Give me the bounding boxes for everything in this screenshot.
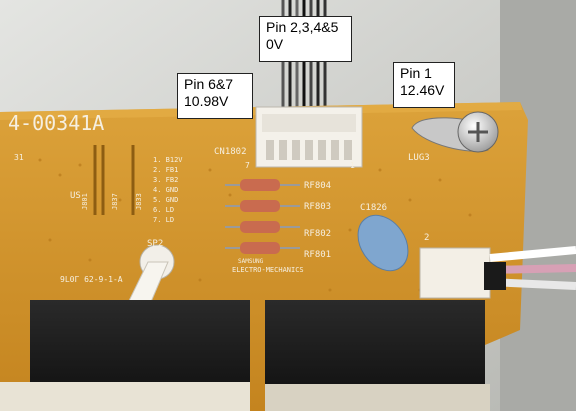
connector-cn1802 <box>256 107 362 167</box>
callout-voltage: 0V <box>266 36 345 53</box>
pin-list-item: 2. FB1 <box>153 166 178 174</box>
marking-31: 31 <box>14 153 24 162</box>
marking-2: 2 <box>424 233 429 243</box>
callout-label: Pin 6&7 <box>184 76 246 93</box>
pin-list-item: 3. FB2 <box>153 176 178 184</box>
cert-mark: US <box>70 191 81 201</box>
callout-label: Pin 1 <box>400 65 448 82</box>
brand-label: SAMSUNG <box>238 258 264 265</box>
callout-pins-6-7: Pin 6&7 10.98V <box>177 73 253 119</box>
switch-label: SP2 <box>147 239 163 249</box>
connector-ref: CN1802 <box>214 147 247 157</box>
pin-list-item: 7. LD <box>153 216 174 224</box>
jumper-j837: J837 <box>111 193 119 210</box>
part-number: 4-00341A <box>8 111 104 135</box>
lug-ref: LUG3 <box>408 153 430 163</box>
callout-voltage: 12.46V <box>400 82 448 99</box>
resistor-rf801: RF801 <box>304 250 331 260</box>
resistor-rf804: RF804 <box>304 181 331 191</box>
capacitor-label: C1826 <box>360 203 387 213</box>
manufacturer-label: ELECTRO-MECHANICS <box>232 266 304 274</box>
pin-list-item: 6. LD <box>153 206 174 214</box>
heatsinks <box>0 300 490 411</box>
resistor-rf802: RF802 <box>304 229 331 239</box>
pin-list-item: 5. GND <box>153 196 178 204</box>
callout-pin-1: Pin 1 12.46V <box>393 62 455 108</box>
jumper-j833: J833 <box>135 193 143 210</box>
pin-7-mark: 7 <box>245 161 250 170</box>
callout-voltage: 10.98V <box>184 93 246 110</box>
pin-list-item: 4. GND <box>153 186 178 194</box>
pin-1-mark: 1 <box>350 161 355 170</box>
resistor-rf803: RF803 <box>304 202 331 212</box>
date-code: 9L0Г 62-9-1-A <box>60 275 123 284</box>
pin-list-item: 1. B12V <box>153 156 183 164</box>
jumper-j801: J801 <box>81 193 89 210</box>
callout-pins-2-3-4-5: Pin 2,3,4&5 0V <box>259 16 352 62</box>
callout-label: Pin 2,3,4&5 <box>266 19 345 36</box>
